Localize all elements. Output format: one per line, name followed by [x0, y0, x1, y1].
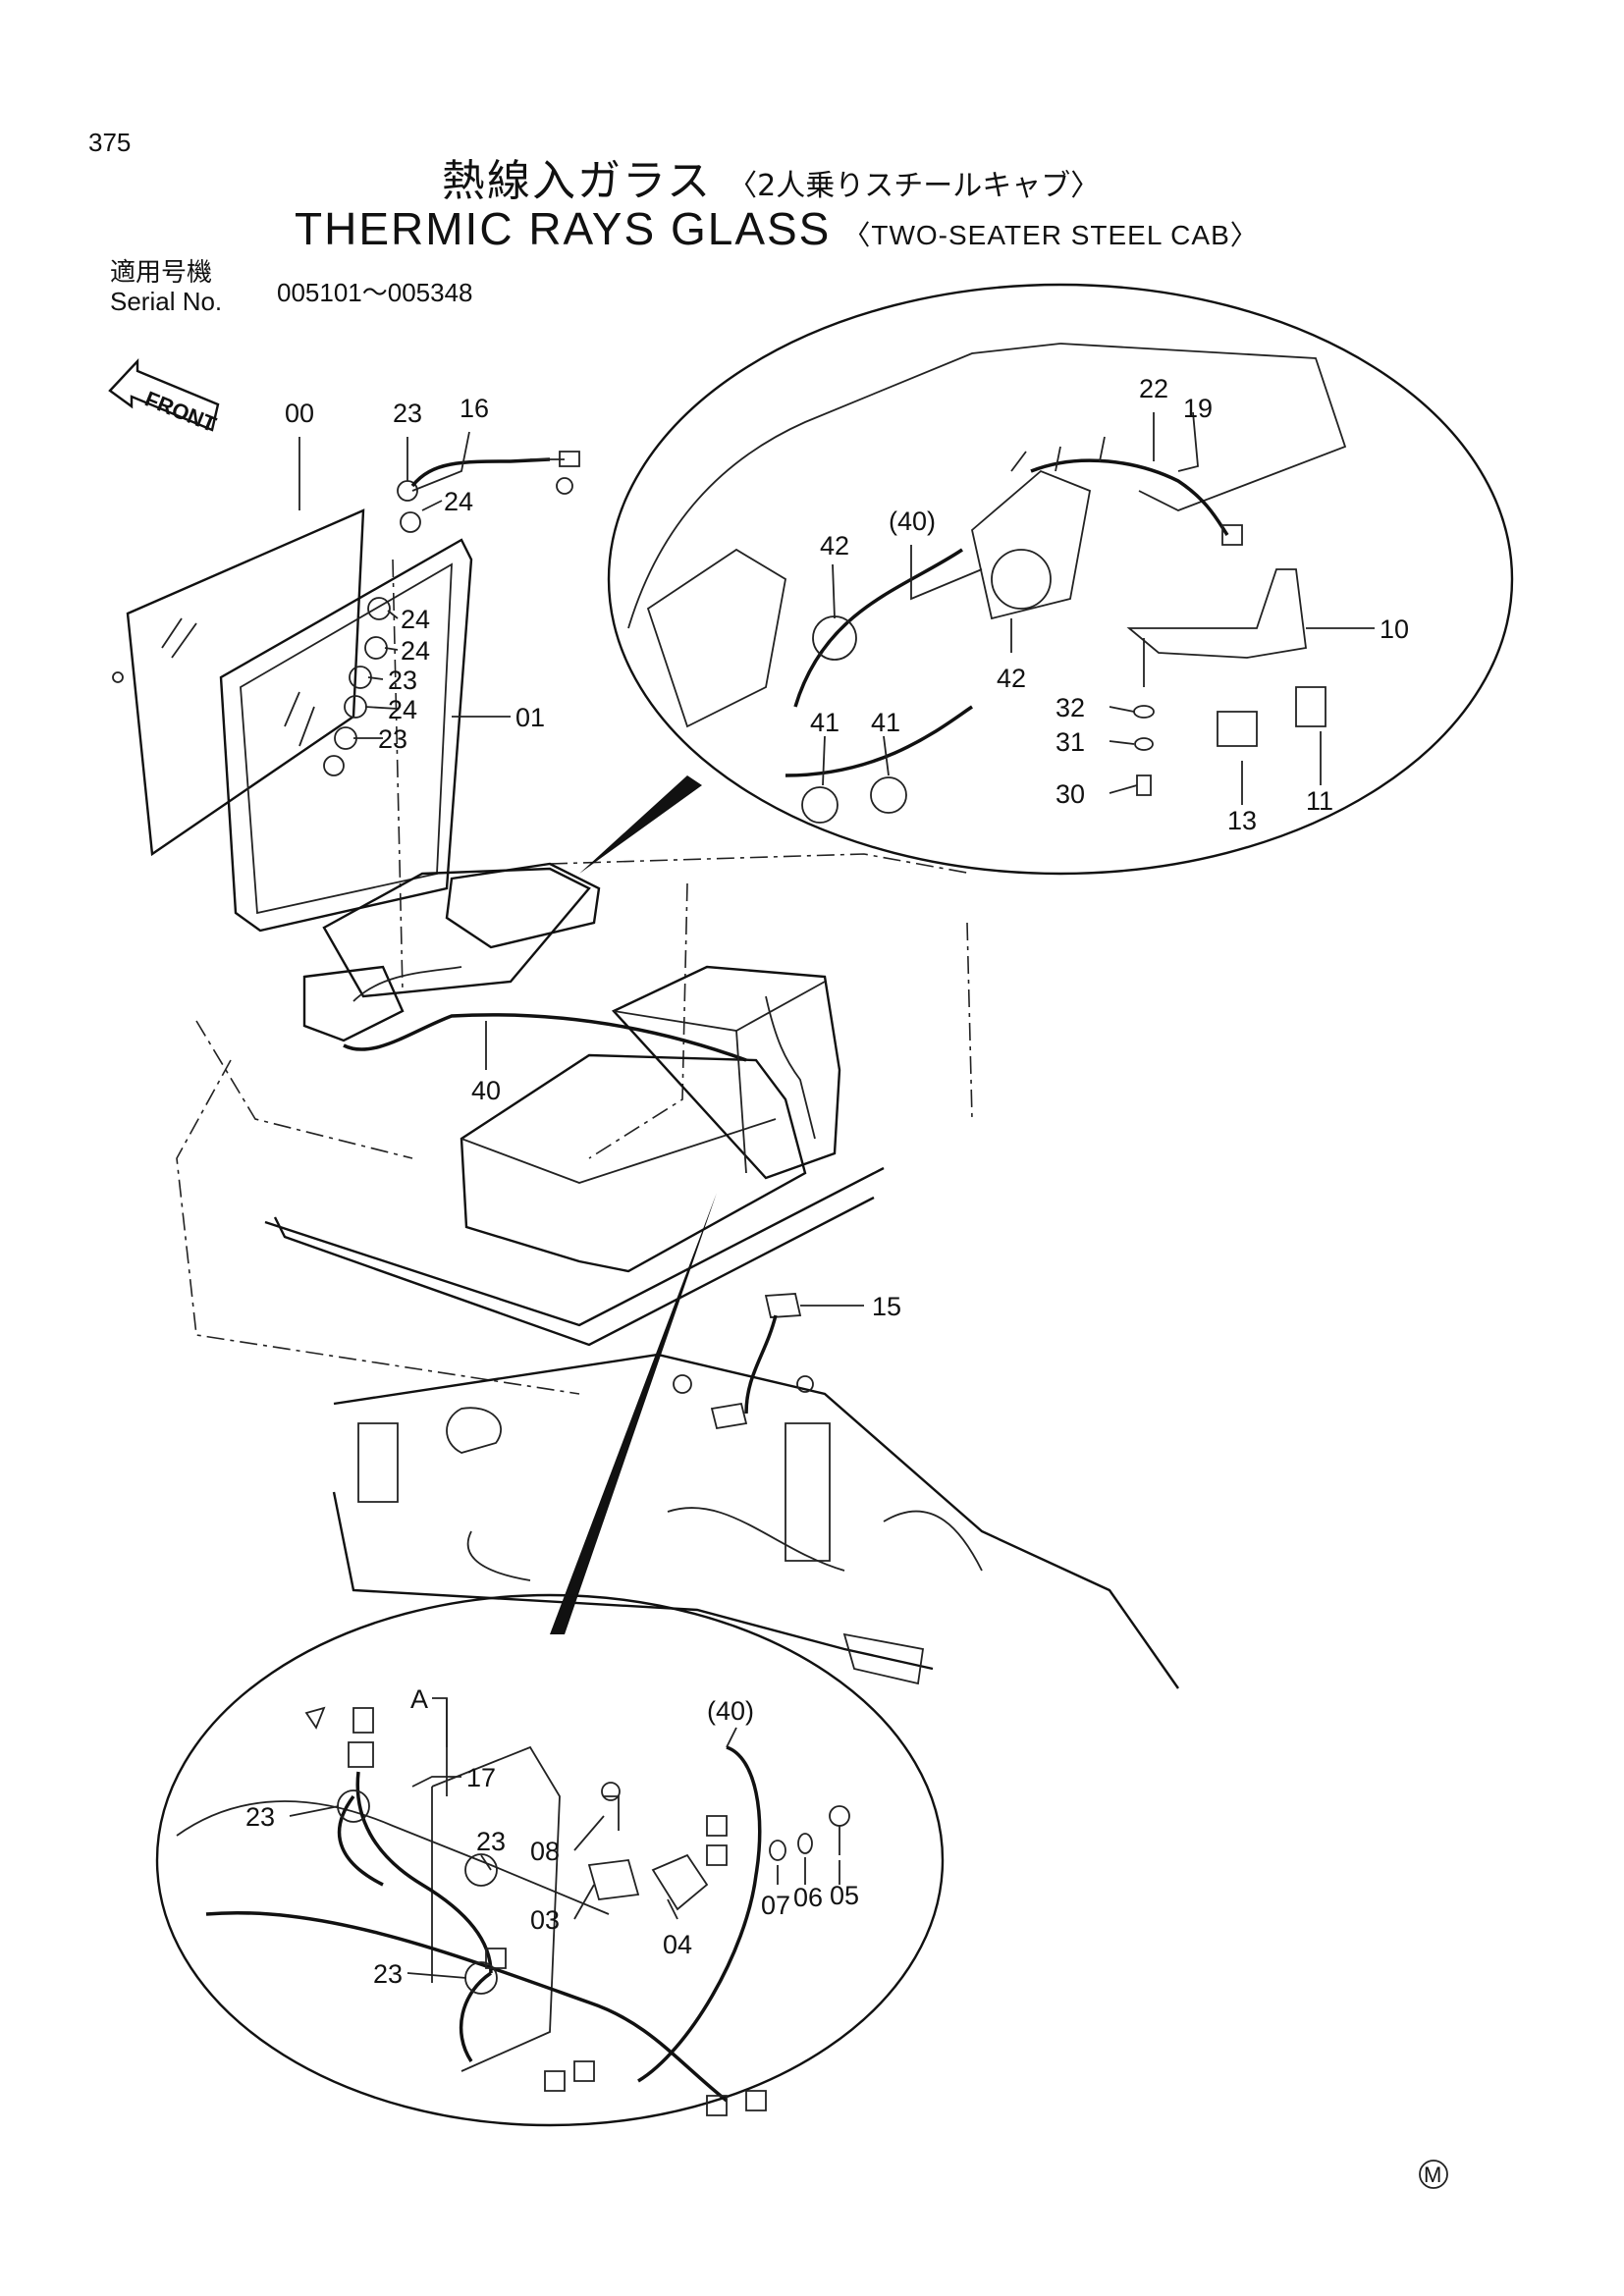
callout-00: 00: [285, 399, 314, 428]
serial-label-japanese: 適用号機: [110, 257, 213, 287]
callout-23: 23: [373, 1959, 403, 1989]
callout-11: 11: [1306, 786, 1333, 816]
callout-A: A: [410, 1684, 428, 1714]
callout-23: 23: [393, 399, 422, 428]
callout-24: 24: [401, 636, 430, 666]
callout-01: 01: [515, 703, 545, 732]
glass-pane: [112, 508, 365, 857]
title-english-main: THERMIC RAYS GLASS: [295, 203, 832, 254]
callout-13: 13: [1227, 806, 1257, 835]
front-label: FRONT: [141, 386, 220, 437]
detail-top-right: [607, 283, 1514, 876]
callout-23: 23: [378, 724, 407, 754]
glass-frame: [219, 538, 473, 933]
callout-08: 08: [530, 1837, 560, 1866]
serial-range: 005101～005348: [277, 278, 473, 307]
callout-15: 15: [872, 1292, 901, 1321]
callout-23: 23: [245, 1802, 275, 1832]
detail-leaders: [550, 775, 717, 1634]
heater-console: [302, 862, 747, 1062]
detail-bottom-left: [155, 1593, 945, 2127]
callout-24: 24: [444, 487, 473, 516]
footer-mark: M: [1419, 2160, 1448, 2189]
callout-24: 24: [401, 605, 430, 634]
clip-stack: [323, 451, 580, 776]
title-japanese: 熱線入ガラス〈2人乗りスチールキャブ〉: [442, 145, 1100, 208]
callout-10: 10: [1380, 614, 1409, 644]
callout-40: 40: [471, 1076, 501, 1105]
title-english: THERMIC RAYS GLASS 〈TWO-SEATER STEEL CAB〉: [295, 202, 1259, 255]
callout-31: 31: [1056, 727, 1085, 757]
callout-labels: 00 23 16 24 24 24 23 24 23 01 40 22 19 (…: [245, 374, 1409, 1989]
callout-23: 23: [476, 1827, 506, 1856]
footer-mark-text: M: [1424, 2163, 1441, 2187]
seat: [460, 1053, 807, 1273]
callout-24: 24: [388, 695, 417, 724]
serial-label: 適用号機 Serial No.: [110, 257, 222, 316]
callout-19: 19: [1183, 394, 1213, 423]
serial-label-english: Serial No.: [110, 287, 223, 316]
callout-17: 17: [466, 1763, 496, 1792]
callout-leaders: [289, 411, 1375, 1979]
front-arrow-icon: FRONT: [108, 357, 220, 437]
callout-04: 04: [663, 1930, 692, 1959]
callout-42: 42: [997, 664, 1026, 693]
title-japanese-sub: 〈2人乗りスチールキャブ〉: [728, 169, 1101, 203]
rear-box: [612, 965, 841, 1180]
callout-40-detail: (40): [707, 1696, 754, 1726]
callout-05: 05: [830, 1881, 859, 1910]
callout-40-detail: (40): [889, 507, 936, 536]
cab-outline: [176, 559, 973, 1395]
base-frame: [332, 1353, 1179, 1689]
callout-07: 07: [761, 1891, 790, 1920]
ground-cable: [673, 1293, 814, 1430]
callout-06: 06: [793, 1883, 823, 1912]
title-japanese-main: 熱線入ガラス: [442, 156, 713, 206]
callout-30: 30: [1056, 779, 1085, 809]
callout-42: 42: [820, 531, 849, 561]
callout-22: 22: [1139, 374, 1168, 403]
page-number: 375: [88, 128, 132, 157]
title-english-sub: 〈TWO-SEATER STEEL CAB〉: [842, 220, 1259, 250]
callout-32: 32: [1056, 693, 1085, 722]
callout-41: 41: [810, 708, 839, 737]
callout-23: 23: [388, 666, 417, 695]
callout-03: 03: [530, 1905, 560, 1935]
callout-41: 41: [871, 708, 900, 737]
callout-16: 16: [460, 394, 489, 423]
